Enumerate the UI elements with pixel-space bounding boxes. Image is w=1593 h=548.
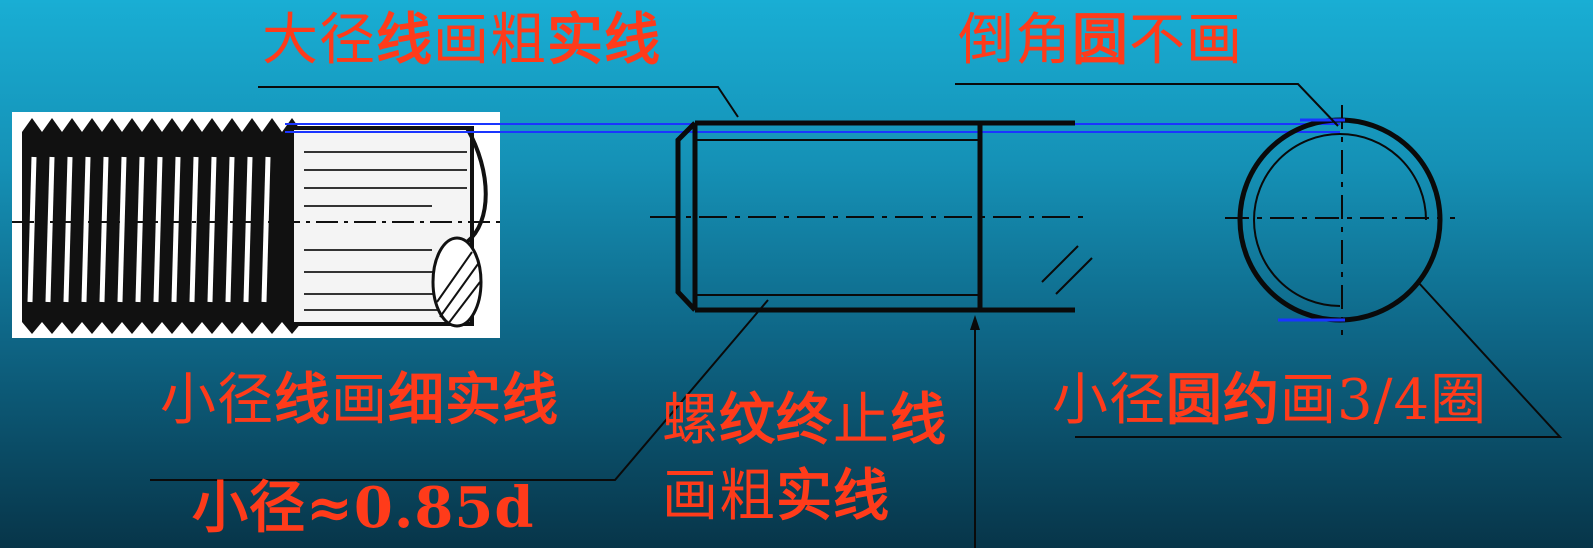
- label-minor-diameter-circle: 小径圆约画3/4圈: [1052, 367, 1488, 433]
- bolt-end-view: [1225, 105, 1455, 335]
- threaded-rod-photo: [12, 112, 500, 338]
- threaded-rod-illustration: [12, 118, 500, 334]
- bolt-side-view: [650, 120, 1093, 313]
- arrow-head: [970, 315, 980, 330]
- label-major-diameter-line: 大径线画粗实线: [262, 7, 661, 73]
- label-minor-diameter-line: 小径线画细实线: [160, 367, 559, 433]
- label-chamfer-circle: 倒角圆不画: [958, 7, 1243, 73]
- label-thread-end-line: 螺纹终止线: [662, 387, 947, 453]
- leader-lines: [150, 83, 1563, 548]
- label-minor-diameter-formula: 小径≈0.85d: [192, 475, 535, 541]
- label-thread-end-line-2: 画粗实线: [662, 463, 890, 529]
